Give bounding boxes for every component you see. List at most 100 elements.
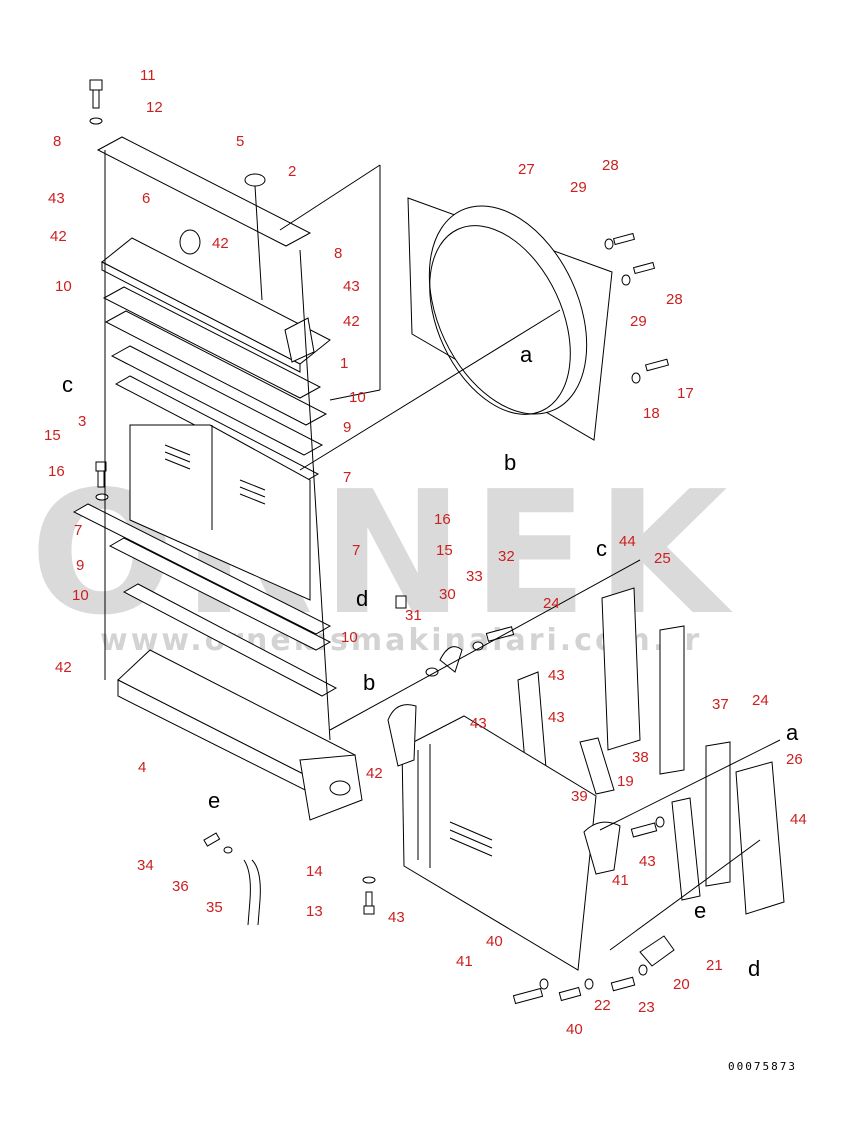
upper-hose-neck <box>179 229 201 255</box>
top-plate <box>96 136 312 247</box>
plate-upper <box>110 345 324 456</box>
part-label-18: 18 <box>643 405 660 422</box>
part-label-7: 7 <box>74 522 82 539</box>
part-label-8: 8 <box>53 133 61 150</box>
part-label-3: 3 <box>78 413 86 430</box>
part-label-8: 8 <box>334 245 342 262</box>
part-label-28: 28 <box>666 291 683 308</box>
washer <box>89 117 103 125</box>
part-label-41: 41 <box>456 953 473 970</box>
part-label-26: 26 <box>786 751 803 768</box>
part-label-4: 4 <box>138 759 146 776</box>
part-label-43: 43 <box>343 278 360 295</box>
part-label-37: 37 <box>712 696 729 713</box>
aftercooler-body <box>401 715 597 971</box>
part-label-15: 15 <box>436 542 453 559</box>
aftercooler <box>387 704 621 971</box>
part-label-33: 33 <box>466 568 483 585</box>
part-label-17: 17 <box>677 385 694 402</box>
part-label-7: 7 <box>343 469 351 486</box>
view-arrow-b: b <box>363 670 375 695</box>
part-label-6: 6 <box>142 190 150 207</box>
view-arrow-d: d <box>748 956 760 981</box>
part-label-42: 42 <box>55 659 72 676</box>
part-label-43: 43 <box>639 853 656 870</box>
bolt-shank <box>92 89 100 109</box>
bracket-19 <box>639 935 675 967</box>
part-label-13: 13 <box>306 903 323 920</box>
part-label-42: 42 <box>343 313 360 330</box>
side-seal-lower <box>705 741 731 887</box>
part-label-29: 29 <box>570 179 587 196</box>
part-label-1: 1 <box>340 355 348 372</box>
part-label-24: 24 <box>543 595 560 612</box>
part-label-38: 38 <box>632 749 649 766</box>
part-label-19: 19 <box>617 773 634 790</box>
fan-shroud <box>407 197 670 441</box>
part-label-16: 16 <box>48 463 65 480</box>
part-label-21: 21 <box>706 957 723 974</box>
bracket <box>284 317 315 363</box>
part-label-39: 39 <box>571 788 588 805</box>
part-label-40: 40 <box>566 1021 583 1038</box>
filler-cap <box>244 173 266 187</box>
part-label-23: 23 <box>638 999 655 1016</box>
mounting-hardware <box>512 816 675 1005</box>
part-label-40: 40 <box>486 933 503 950</box>
part-label-9: 9 <box>343 419 351 436</box>
elbow-hose <box>439 646 463 673</box>
drain-cock <box>203 832 221 847</box>
inlet-pipe <box>387 704 417 767</box>
part-label-43: 43 <box>388 909 405 926</box>
view-arrow-b: b <box>504 450 516 475</box>
part-label-44: 44 <box>790 811 807 828</box>
shroud-ring <box>428 205 588 415</box>
part-label-19: 19 <box>0 0 17 4</box>
part-label-42: 42 <box>212 235 229 252</box>
part-label-10: 10 <box>72 587 89 604</box>
core-body <box>129 424 311 601</box>
view-arrow-c: c <box>596 536 607 561</box>
part-label-12: 12 <box>146 99 163 116</box>
gasket-upper <box>102 286 322 399</box>
part-label-36: 36 <box>172 878 189 895</box>
radiator-core <box>72 424 338 697</box>
part-label-10: 10 <box>341 629 358 646</box>
part-label-43: 43 <box>548 709 565 726</box>
gasket-lower <box>122 583 338 697</box>
plate-lower <box>72 503 332 635</box>
view-arrow-d: d <box>356 586 368 611</box>
strip-41 <box>671 797 701 901</box>
part-label-43: 43 <box>48 190 65 207</box>
part-label-30: 30 <box>439 586 456 603</box>
part-label-5: 5 <box>236 133 244 150</box>
part-label-41: 41 <box>612 872 629 889</box>
part-label-20: 20 <box>673 976 690 993</box>
view-arrow-e: e <box>694 898 706 923</box>
side-seal-upper <box>659 625 685 775</box>
drain-hose <box>251 859 261 926</box>
bracket-38 <box>579 737 615 795</box>
part-label-24: 24 <box>752 692 769 709</box>
lower-tank-assembly <box>117 649 376 926</box>
part-label-42: 42 <box>366 765 383 782</box>
view-arrow-a: a <box>520 342 533 367</box>
seal-plate-lower <box>108 537 332 651</box>
part-label-11: 11 <box>140 67 156 84</box>
view-arrow-a: a <box>786 720 799 745</box>
part-label-29: 29 <box>630 313 647 330</box>
part-label-42: 42 <box>50 228 67 245</box>
part-label-43: 43 <box>548 667 565 684</box>
side-brackets <box>517 587 785 915</box>
view-arrow-c: c <box>62 372 73 397</box>
part-label-43: 43 <box>470 715 487 732</box>
part-label-10: 10 <box>349 389 366 406</box>
side-bracket-26 <box>735 761 785 915</box>
part-label-28: 28 <box>602 157 619 174</box>
part-label-9: 9 <box>76 557 84 574</box>
part-label-14: 14 <box>306 863 323 880</box>
part-label-44: 44 <box>619 533 636 550</box>
